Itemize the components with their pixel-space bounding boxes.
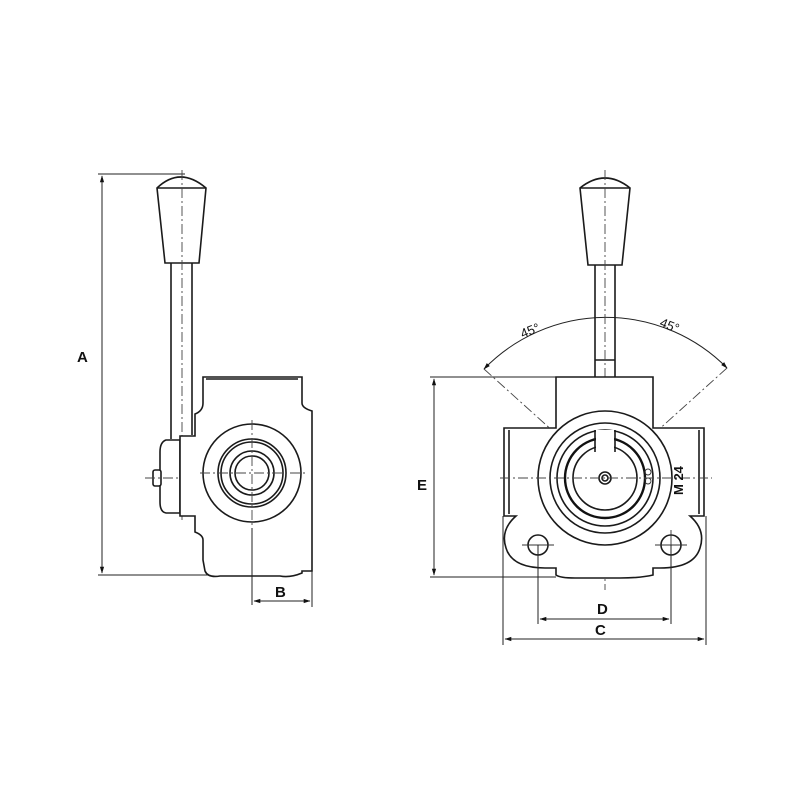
lever-knob [156,176,207,264]
side-view: A [77,170,313,607]
front-flange [500,410,712,546]
dimension-d-label: D [597,601,608,618]
front-view: 45° 45° [417,170,728,645]
dimension-b-label: B [275,584,286,601]
side-port [200,420,305,530]
dimension-c-label: C [595,622,606,639]
thread-size-mark: M 24 [671,465,686,495]
dimension-d: D [537,545,672,624]
dimension-c: C [502,516,707,645]
dimension-b: B [251,528,313,607]
angle-right-label: 45° [658,315,682,336]
dimension-e: E [417,376,556,578]
angle-left-label: 45° [518,320,542,341]
dimension-a-label: A [77,349,88,366]
lever-stem [170,263,193,439]
dimension-e-label: E [417,477,427,494]
